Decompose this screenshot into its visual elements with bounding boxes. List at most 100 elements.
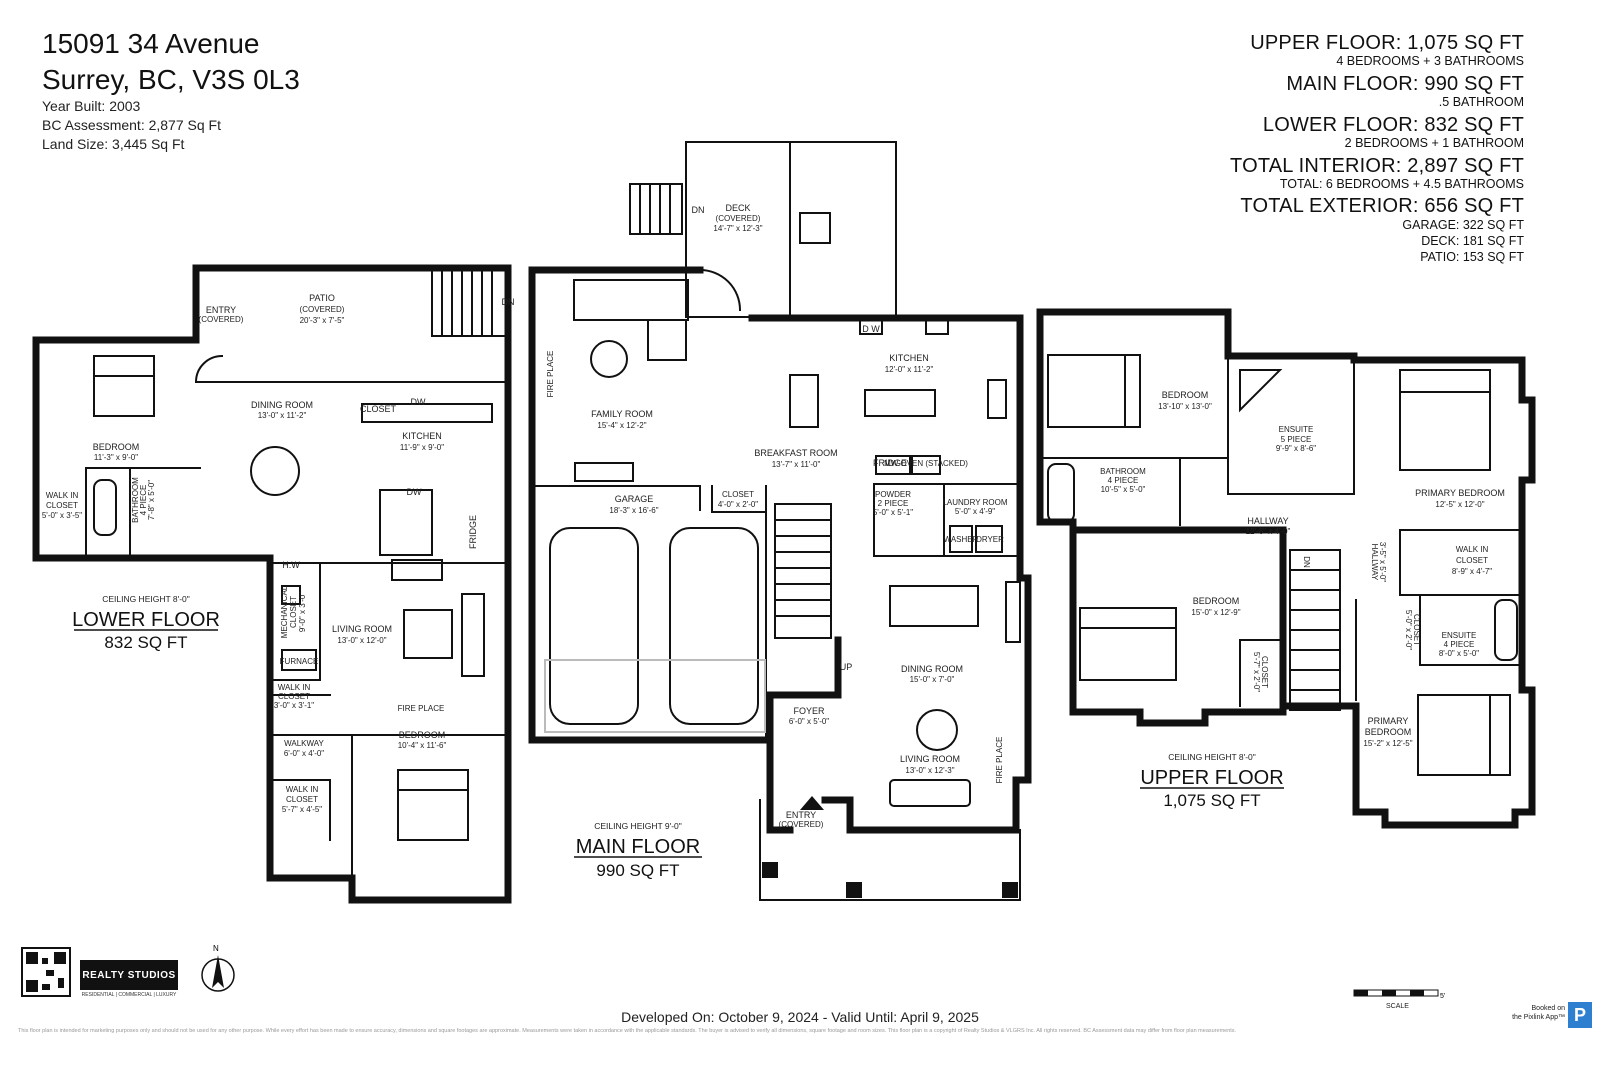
summary-deck: DECK: 181 SQ FT: [1421, 234, 1524, 248]
svg-text:CLOSET: CLOSET: [360, 404, 397, 414]
qr-code-icon: [21, 947, 71, 997]
svg-text:CLOSET: CLOSET: [278, 692, 310, 701]
svg-text:18'-3" x 16'-6": 18'-3" x 16'-6": [609, 506, 658, 515]
svg-text:10'-5" x 5'-0": 10'-5" x 5'-0": [1101, 485, 1146, 494]
svg-text:5'-7" x 4'-5": 5'-7" x 4'-5": [282, 805, 322, 814]
svg-text:3'-0" x 3'-1": 3'-0" x 3'-1": [274, 701, 314, 710]
svg-text:5 PIECE: 5 PIECE: [1281, 435, 1312, 444]
svg-text:13'-0" x 12'-3": 13'-0" x 12'-3": [905, 766, 954, 775]
svg-text:PRIMARY: PRIMARY: [1368, 716, 1409, 726]
pixlink-logo-icon: P: [1568, 1002, 1592, 1028]
svg-text:BEDROOM: BEDROOM: [1162, 390, 1209, 400]
svg-text:13'-7" x 11'-0": 13'-7" x 11'-0": [772, 460, 821, 469]
svg-text:DW: DW: [411, 397, 426, 407]
svg-text:BEDROOM: BEDROOM: [93, 442, 140, 452]
svg-text:H.W: H.W: [282, 560, 300, 570]
svg-text:990 SQ FT: 990 SQ FT: [596, 861, 679, 880]
svg-text:FAMILY ROOM: FAMILY ROOM: [591, 409, 653, 419]
svg-text:10'-4" x 11'-6": 10'-4" x 11'-6": [398, 741, 447, 750]
svg-text:8'-0" x 5'-0": 8'-0" x 5'-0": [1439, 649, 1479, 658]
svg-text:DINING ROOM: DINING ROOM: [251, 400, 313, 410]
svg-text:4'-0" x 2'-0": 4'-0" x 2'-0": [718, 500, 758, 509]
summary-total-exterior: TOTAL EXTERIOR: 656 SQ FT: [1240, 195, 1524, 217]
svg-text:FRIDGE: FRIDGE: [873, 458, 907, 468]
svg-text:14'-7" x 12'-3": 14'-7" x 12'-3": [713, 224, 762, 233]
svg-text:13'-10" x 13'-0": 13'-10" x 13'-0": [1158, 402, 1212, 411]
svg-text:15'-0" x 7'-0": 15'-0" x 7'-0": [910, 675, 955, 684]
svg-text:FOYER: FOYER: [793, 706, 825, 716]
svg-text:5'-7" x 2'-0": 5'-7" x 2'-0": [1252, 652, 1261, 692]
main-floor-walls: [528, 266, 1032, 834]
pixlink-booked: Booked on: [1531, 1005, 1565, 1012]
svg-text:(COVERED): (COVERED): [199, 315, 244, 324]
svg-text:DW: DW: [407, 487, 422, 497]
svg-text:D W: D W: [862, 324, 880, 334]
summary-total-interior: TOTAL INTERIOR: 2,897 SQ FT: [1230, 155, 1524, 177]
svg-text:4 PIECE: 4 PIECE: [1108, 476, 1139, 485]
svg-text:6'-0" x 5'-0": 6'-0" x 5'-0": [789, 717, 829, 726]
svg-text:FIRE PLACE: FIRE PLACE: [995, 737, 1004, 784]
svg-text:4 PIECE: 4 PIECE: [139, 485, 148, 516]
svg-text:ENTRY: ENTRY: [206, 305, 236, 315]
svg-text:1,075 SQ FT: 1,075 SQ FT: [1163, 791, 1260, 810]
svg-text:FRIDGE: FRIDGE: [468, 515, 478, 549]
scale-label: SCALE: [1386, 1003, 1409, 1010]
pixlink-app: the Pixlink App™: [1512, 1014, 1565, 1021]
svg-text:BREAKFAST ROOM: BREAKFAST ROOM: [754, 448, 837, 458]
svg-text:6'-0" x 4'-0": 6'-0" x 4'-0": [284, 749, 324, 758]
svg-text:ENTRY: ENTRY: [786, 810, 816, 820]
summary-main-sub: .5 BATHROOM: [1438, 95, 1524, 109]
svg-text:15'-0" x 12'-9": 15'-0" x 12'-9": [1191, 608, 1240, 617]
svg-text:CEILING HEIGHT 8'-0": CEILING HEIGHT 8'-0": [102, 594, 190, 604]
svg-text:CLOSET: CLOSET: [46, 501, 78, 510]
svg-text:WALKWAY: WALKWAY: [284, 739, 324, 748]
svg-text:WALK IN: WALK IN: [1456, 545, 1489, 554]
year-built: Year Built: 2003: [42, 98, 141, 114]
svg-text:BEDROOM: BEDROOM: [1365, 727, 1412, 737]
svg-text:UP: UP: [840, 662, 853, 672]
svg-text:9'-9" x 8'-6": 9'-9" x 8'-6": [1276, 444, 1316, 453]
north-arrow-icon: N: [201, 944, 235, 992]
svg-text:5': 5': [1440, 993, 1445, 1000]
svg-text:KITCHEN: KITCHEN: [402, 431, 442, 441]
svg-text:5'-0" x 4'-9": 5'-0" x 4'-9": [955, 507, 995, 516]
svg-text:20'-3" x 7'-5": 20'-3" x 7'-5": [300, 316, 345, 325]
svg-text:CLOSET: CLOSET: [1412, 614, 1421, 646]
address-line1: 15091 34 Avenue: [42, 28, 260, 59]
svg-text:13'-0" x 12'-0": 13'-0" x 12'-0": [337, 636, 386, 645]
svg-text:LIVING ROOM: LIVING ROOM: [332, 624, 392, 634]
summary-lower-sub: 2 BEDROOMS + 1 BATHROOM: [1344, 136, 1524, 150]
svg-text:WASHER: WASHER: [944, 535, 979, 544]
svg-text:FIRE PLACE: FIRE PLACE: [546, 351, 555, 398]
summary-patio: PATIO: 153 SQ FT: [1420, 250, 1524, 264]
svg-text:FIRE PLACE: FIRE PLACE: [398, 704, 445, 713]
svg-text:11'-3" x 9'-0": 11'-3" x 9'-0": [94, 453, 138, 462]
svg-text:15'-4" x 12'-2": 15'-4" x 12'-2": [597, 421, 646, 430]
svg-text:(COVERED): (COVERED): [779, 820, 824, 829]
svg-text:DINING ROOM: DINING ROOM: [901, 664, 963, 674]
svg-text:UPPER FLOOR: UPPER FLOOR: [1140, 767, 1283, 789]
svg-text:LOWER FLOOR: LOWER FLOOR: [72, 609, 220, 631]
svg-text:MW OVEN (STACKED): MW OVEN (STACKED): [884, 459, 968, 468]
svg-text:FURNACE: FURNACE: [280, 657, 319, 666]
svg-text:2 PIECE: 2 PIECE: [878, 499, 909, 508]
svg-text:12'-6" x 4'-0": 12'-6" x 4'-0": [1246, 527, 1291, 536]
svg-text:11'-9" x 9'-0": 11'-9" x 9'-0": [400, 443, 444, 452]
summary-lower: LOWER FLOOR: 832 SQ FT: [1262, 114, 1524, 136]
svg-text:BATHROOM: BATHROOM: [131, 477, 140, 523]
bc-assessment: BC Assessment: 2,877 Sq Ft: [42, 117, 221, 133]
svg-text:LAUNDRY ROOM: LAUNDRY ROOM: [942, 498, 1007, 507]
pixlink-promo: Booked on the Pixlink App™: [1485, 1004, 1565, 1022]
summary-total-sub: TOTAL: 6 BEDROOMS + 4.5 BATHROOMS: [1279, 177, 1524, 191]
svg-text:(COVERED): (COVERED): [300, 305, 345, 314]
svg-text:4 PIECE: 4 PIECE: [1444, 640, 1475, 649]
svg-text:832 SQ FT: 832 SQ FT: [104, 633, 187, 652]
svg-text:PRIMARY BEDROOM: PRIMARY BEDROOM: [1415, 488, 1505, 498]
svg-text:CEILING HEIGHT 9'-0": CEILING HEIGHT 9'-0": [594, 821, 682, 831]
summary-garage: GARAGE: 322 SQ FT: [1402, 218, 1524, 232]
svg-text:8'-9" x 4'-7": 8'-9" x 4'-7": [1452, 567, 1492, 576]
realty-studios-tagline: RESIDENTIAL | COMMERCIAL | LUXURY: [81, 992, 177, 998]
svg-text:DN: DN: [692, 205, 705, 215]
svg-text:5'-0" x 5'-1": 5'-0" x 5'-1": [873, 508, 913, 517]
